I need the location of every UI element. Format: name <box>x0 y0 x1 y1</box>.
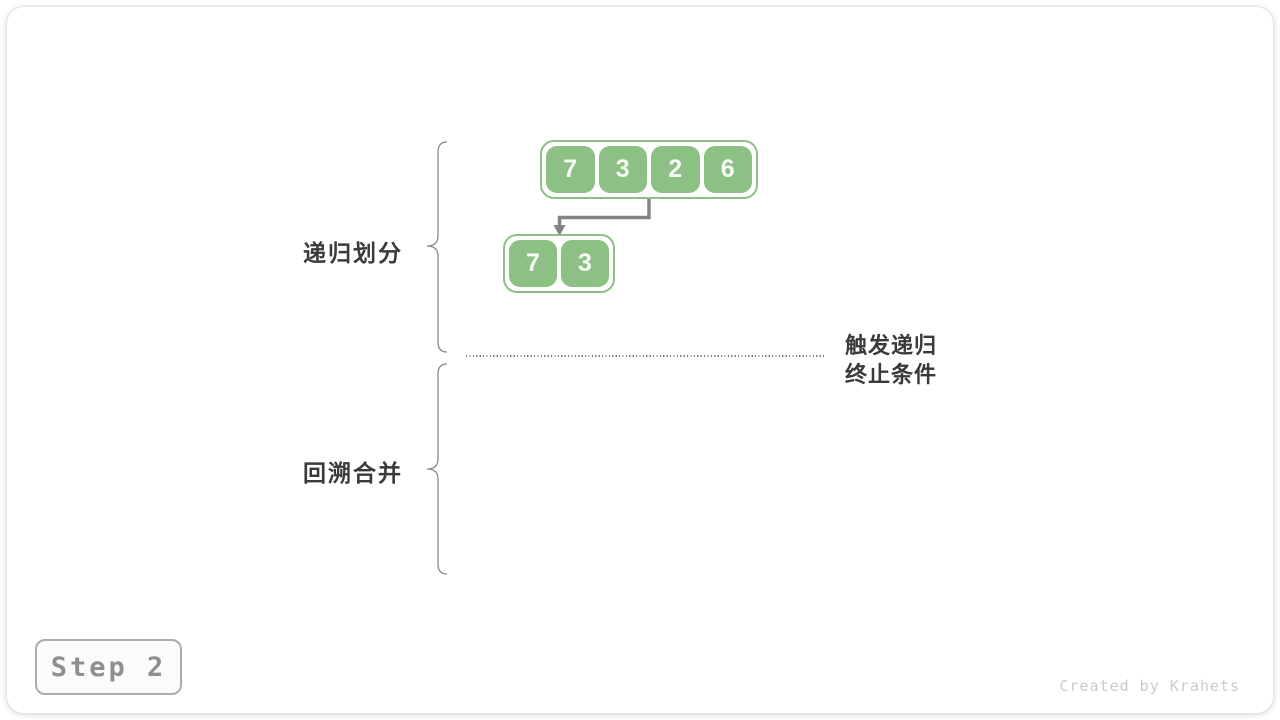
phase-label-divide: 递归划分 <box>303 240 403 266</box>
divide-arrow-line <box>557 199 651 226</box>
termination-annotation-line2: 终止条件 <box>845 362 938 387</box>
merge-brace <box>426 363 448 575</box>
array-cell: 2 <box>651 146 700 193</box>
phase-label-merge: 回溯合并 <box>303 460 403 486</box>
array-cell: 7 <box>509 240 557 287</box>
array-cell: 6 <box>703 146 752 193</box>
termination-annotation: 触发递归 终止条件 <box>845 331 937 389</box>
step-badge-label: Step 2 <box>50 651 167 683</box>
diagram-card <box>6 6 1274 714</box>
array-cell: 3 <box>561 240 609 287</box>
termination-dotted-line <box>466 355 826 357</box>
divide-brace <box>426 141 448 353</box>
watermark: Created by Krahets <box>1059 677 1240 695</box>
termination-annotation-line1: 触发递归 <box>845 333 938 358</box>
step-badge: Step 2 <box>35 639 182 695</box>
array-cell: 7 <box>546 146 595 193</box>
array-cell: 3 <box>598 146 647 193</box>
